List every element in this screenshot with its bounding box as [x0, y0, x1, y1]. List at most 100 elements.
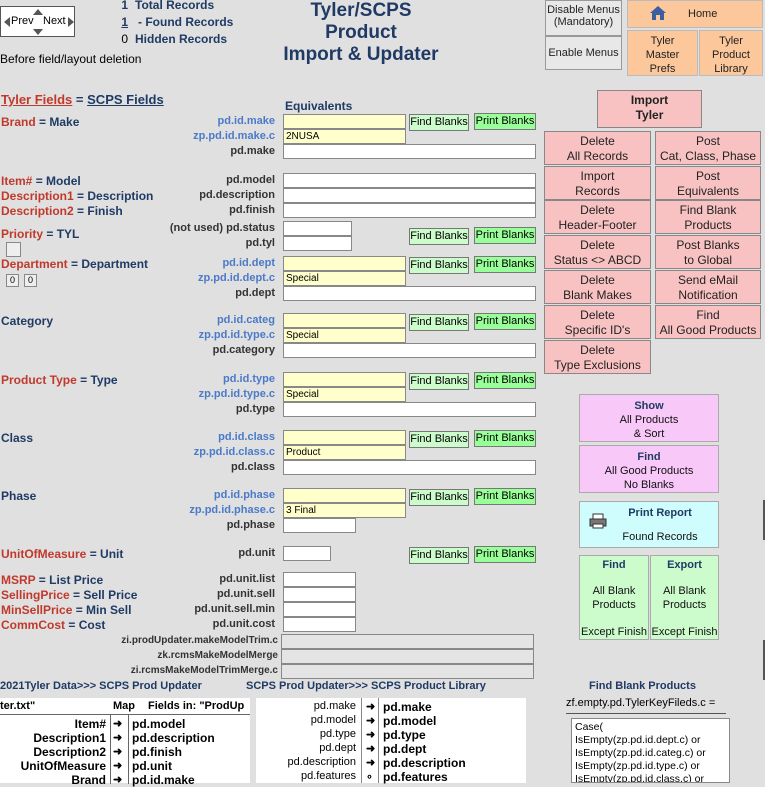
dept-counter-2[interactable]: 0 — [24, 274, 37, 287]
export-map-source: pd.features — [300, 770, 356, 782]
brand-id-field[interactable] — [283, 114, 406, 129]
next-arrow-icon[interactable] — [68, 17, 74, 27]
find-blanks-button[interactable]: Find Blanks — [409, 373, 469, 390]
find-blanks-button[interactable]: Find Blanks — [409, 547, 469, 564]
field-name: pd.class — [230, 461, 275, 473]
up-arrow-icon[interactable] — [33, 9, 43, 15]
print-blanks-button[interactable]: Print Blanks — [474, 313, 536, 330]
field-name: zi.prodUpdater.makeModelTrim.c — [121, 635, 278, 646]
print-blanks-button[interactable]: Print Blanks — [474, 372, 536, 389]
priority-checkbox[interactable] — [6, 242, 21, 257]
export-map-target: pd.features — [383, 770, 448, 784]
phase-c-field[interactable]: 3 Final — [283, 503, 406, 518]
phase-id-field[interactable] — [283, 488, 406, 503]
model-field[interactable] — [283, 173, 536, 188]
find-blanks-button[interactable]: Find Blanks — [409, 257, 469, 274]
make-model-trim-merge-field[interactable] — [281, 664, 534, 679]
home-icon — [650, 6, 666, 20]
categ-id-field[interactable] — [283, 313, 406, 328]
class-id-field[interactable] — [283, 430, 406, 445]
class-c-field[interactable]: Product — [283, 445, 406, 460]
brand-make-c-field[interactable]: 2NUSA — [283, 129, 406, 144]
finish-field[interactable] — [283, 203, 536, 218]
find-blanks-button[interactable]: Find Blanks — [409, 228, 469, 245]
dept-id-field[interactable] — [283, 256, 406, 271]
field-name: pd.unit.cost — [212, 618, 275, 630]
dept-field[interactable] — [283, 286, 536, 301]
prev-label[interactable]: Prev — [11, 15, 34, 27]
type-c-field[interactable]: Special — [283, 387, 406, 402]
import-map-source: UnitOfMeasure — [20, 759, 106, 773]
page-title-line3: Import & Updater — [283, 44, 439, 65]
cost-field[interactable] — [283, 617, 356, 632]
down-arrow-icon[interactable] — [33, 29, 43, 35]
print-blanks-button[interactable]: Print Blanks — [474, 227, 536, 244]
min-sell-price-label: MinSellPrice = Min Sell — [1, 603, 132, 617]
print-blanks-button[interactable]: Print Blanks — [474, 256, 536, 273]
dept-counter-1[interactable]: 0 — [6, 274, 19, 287]
record-navigator[interactable]: Prev Next — [0, 6, 75, 37]
status-field[interactable] — [283, 221, 352, 236]
dept-c-field[interactable]: Special — [283, 271, 406, 286]
comm-cost-label: CommCost = Cost — [1, 618, 106, 632]
tyler-product-library-button[interactable]: Tyler Product Library — [699, 30, 763, 76]
make-model-trim-field[interactable] — [281, 634, 534, 649]
print-blanks-button[interactable]: Print Blanks — [474, 113, 536, 130]
disable-menus-button[interactable]: Disable Menus (Mandatory) — [545, 0, 622, 36]
field-name: pd.id.dept — [222, 257, 275, 269]
make-model-merge-field[interactable] — [281, 649, 534, 664]
field-name: zp.pd.id.type.c — [198, 388, 275, 400]
field-name: pd.id.type — [223, 373, 275, 385]
make-field[interactable] — [283, 144, 536, 159]
next-label[interactable]: Next — [43, 15, 66, 27]
home-button[interactable]: Home — [627, 0, 763, 28]
list-price-field[interactable] — [283, 572, 356, 587]
min-sell-field[interactable] — [283, 602, 356, 617]
print-blanks-button[interactable]: Print Blanks — [474, 488, 536, 505]
formula-line: IsEmpty(zp.pd.id.class.c) or — [575, 773, 704, 783]
categ-c-field[interactable]: Special — [283, 328, 406, 343]
enable-menus-button[interactable]: Enable Menus — [545, 36, 622, 70]
description-field[interactable] — [283, 188, 536, 203]
type-field[interactable] — [283, 402, 536, 417]
sell-price-field[interactable] — [283, 587, 356, 602]
find-blanks-button[interactable]: Find Blanks — [409, 114, 469, 131]
find-blanks-button[interactable]: Find Blanks — [409, 431, 469, 448]
print-blanks-button[interactable]: Print Blanks — [474, 430, 536, 447]
tyler-master-prefs-button[interactable]: Tyler Master Prefs — [627, 30, 698, 76]
field-name: pd.unit — [238, 547, 275, 559]
find-blanks-button[interactable]: Find Blanks — [409, 489, 469, 506]
unit-field[interactable] — [283, 546, 331, 561]
print-report-button[interactable]: Print Report Found Records — [579, 501, 719, 548]
prev-arrow-icon[interactable] — [4, 17, 10, 27]
phase-field[interactable] — [283, 518, 356, 533]
tyl-field[interactable] — [283, 236, 352, 251]
find-blanks-button[interactable]: Find Blanks — [409, 314, 469, 331]
print-blanks-button[interactable]: Print Blanks — [474, 546, 536, 563]
field-name: zi.rcmsMakeModelTrimMerge.c — [130, 665, 278, 676]
category-field[interactable] — [283, 343, 536, 358]
printer-icon — [589, 513, 607, 529]
page-title-line1: Tyler/SCPS — [310, 0, 412, 21]
class-field[interactable] — [283, 460, 536, 475]
type-id-field[interactable] — [283, 372, 406, 387]
